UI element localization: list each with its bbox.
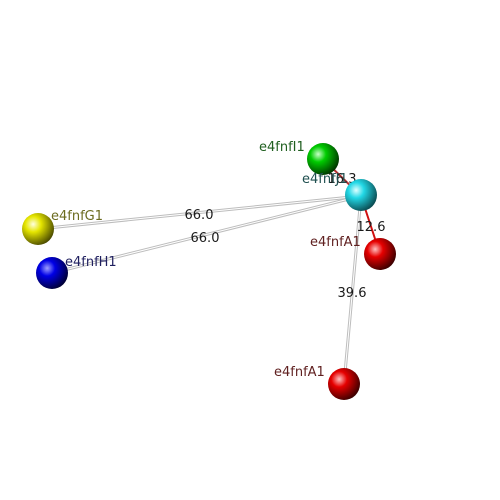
atom-label-green: e4fnfI1 <box>259 140 305 155</box>
atom-label-blue: e4fnfH1 <box>65 255 117 270</box>
bond-label-yellow-cyan: 66.0 <box>185 208 214 223</box>
atom-red-top[interactable] <box>364 238 396 270</box>
atom-green[interactable] <box>307 143 339 175</box>
atom-label-red-top: e4fnfA1 <box>310 235 361 250</box>
atom-label-red-low: e4fnfA1 <box>274 365 325 380</box>
atom-label-yellow: e4fnfG1 <box>51 209 103 224</box>
bond-blue-cyan <box>51 194 362 275</box>
bond-label-blue-cyan: 66.0 <box>191 231 220 246</box>
atom-label-cyan: e4fnfJ1 <box>302 172 348 187</box>
atom-blue[interactable] <box>36 257 68 289</box>
atom-red-low[interactable] <box>328 368 360 400</box>
bond-label-cyan-redlow: 39.6 <box>338 286 367 301</box>
bond-label-green-cyan: 16.3 <box>328 172 357 187</box>
bond-cyan-redlow <box>342 195 363 385</box>
atom-yellow[interactable] <box>22 213 54 245</box>
atom-cyan[interactable] <box>345 179 377 211</box>
bond-yellow-cyan <box>37 194 362 231</box>
bond-label-cyan-redtop: 12.6 <box>357 220 386 235</box>
